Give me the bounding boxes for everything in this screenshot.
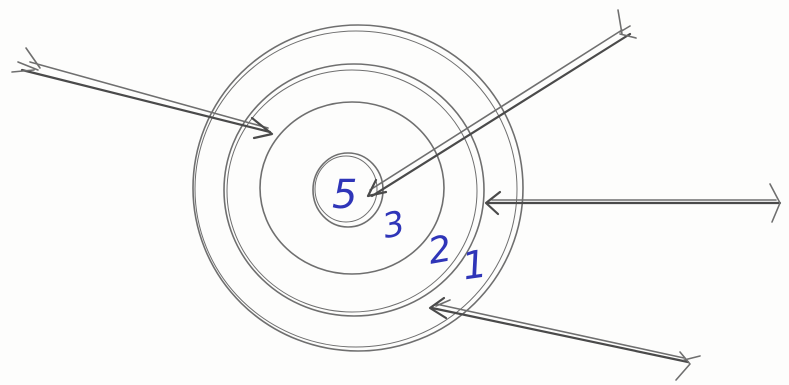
ring-score-labels: 5 3 2 1 <box>332 172 490 288</box>
ring-1 <box>193 25 523 351</box>
arrow-lower-right <box>430 298 700 380</box>
arrow-right <box>486 184 780 222</box>
score-label-2: 2 <box>425 228 455 272</box>
score-label-3: 3 <box>379 203 408 247</box>
target <box>193 25 523 351</box>
score-label-5: 5 <box>332 172 357 218</box>
arrow-upper-right <box>368 10 636 196</box>
score-label-1: 1 <box>459 241 489 288</box>
arrow-upper-left <box>12 48 272 138</box>
